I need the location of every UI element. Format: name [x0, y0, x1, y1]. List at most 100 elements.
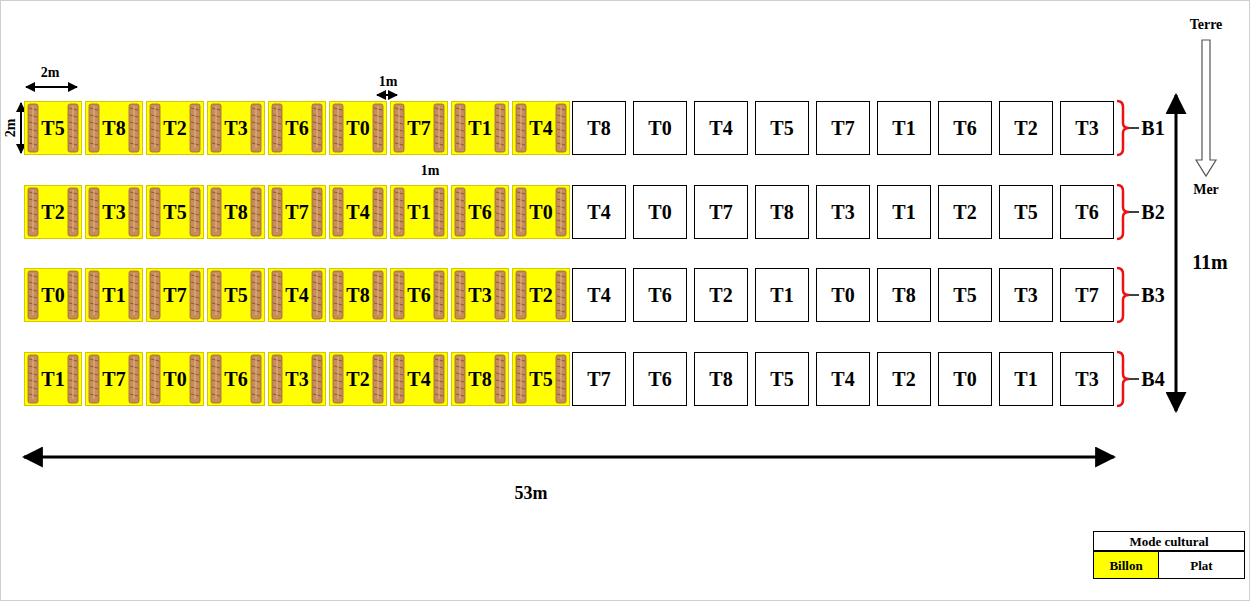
treatment-label: T7 [285, 202, 308, 222]
flat-plot: T1 [877, 185, 931, 239]
treatment-label: T3 [285, 369, 308, 389]
treatment-label: T0 [163, 369, 186, 389]
ridge-plot: T3 [268, 352, 326, 406]
ridge-plot: T5 [512, 352, 570, 406]
dimension-label: 11m [1192, 252, 1228, 272]
treatment-label: T7 [587, 369, 610, 389]
treatment-label: T4 [587, 285, 610, 305]
legend-title: Mode cultural [1129, 535, 1208, 548]
flat-plot: T1 [755, 268, 809, 322]
treatment-label: T5 [163, 202, 186, 222]
flat-plot: T5 [755, 101, 809, 155]
ridge-plot: T7 [85, 352, 143, 406]
ridge-plot: T0 [24, 268, 82, 322]
ridge-plot: T2 [146, 101, 204, 155]
dimension-line [26, 86, 77, 88]
flat-plot: T8 [694, 352, 748, 406]
ridge-plot: T3 [451, 268, 509, 322]
treatment-label: T8 [587, 118, 610, 138]
treatment-label: T3 [224, 118, 247, 138]
flat-plot: T8 [755, 185, 809, 239]
treatment-label: T5 [770, 118, 793, 138]
block-ticks [1129, 128, 1139, 379]
ridge-plot: T6 [268, 101, 326, 155]
treatment-label: T0 [529, 202, 552, 222]
treatment-label: T4 [407, 369, 430, 389]
ridge-plot: T4 [329, 185, 387, 239]
legend-swatch: Billon [1093, 551, 1159, 579]
treatment-label: T0 [831, 285, 854, 305]
treatment-label: T1 [770, 285, 793, 305]
treatment-label: T5 [953, 285, 976, 305]
treatment-label: T7 [831, 118, 854, 138]
treatment-label: T7 [709, 202, 732, 222]
treatment-label: T6 [1075, 202, 1098, 222]
flat-plot: T6 [633, 352, 687, 406]
treatment-label: T7 [1075, 285, 1098, 305]
treatment-label: T7 [407, 118, 430, 138]
treatment-label: T4 [346, 202, 369, 222]
direction-label: Mer [1193, 183, 1219, 197]
flat-plot: T7 [572, 352, 626, 406]
treatment-label: T2 [346, 369, 369, 389]
dimension-label: 53m [515, 484, 548, 502]
ridge-plot: T1 [24, 352, 82, 406]
treatment-label: T8 [770, 202, 793, 222]
dimension-label: 2m [4, 119, 18, 138]
ridge-plot: T4 [512, 101, 570, 155]
ridge-plot: T1 [85, 268, 143, 322]
flat-plot: T5 [938, 268, 992, 322]
treatment-label: T1 [892, 202, 915, 222]
ridge-plot: T6 [451, 185, 509, 239]
legend-swatch: Plat [1158, 551, 1245, 579]
ridge-plot: T5 [207, 268, 265, 322]
flat-plot: T0 [816, 268, 870, 322]
dimension-line [20, 103, 22, 153]
block-label: B2 [1141, 202, 1164, 222]
dimension-line [24, 456, 1114, 459]
treatment-label: T1 [892, 118, 915, 138]
treatment-label: T3 [1014, 285, 1037, 305]
treatment-label: T0 [346, 118, 369, 138]
treatment-label: T2 [529, 285, 552, 305]
ridge-plot: T2 [512, 268, 570, 322]
treatment-label: T6 [953, 118, 976, 138]
flat-plot: T7 [694, 185, 748, 239]
treatment-label: T5 [41, 118, 64, 138]
flat-plot: T6 [938, 101, 992, 155]
ridge-plot: T5 [146, 185, 204, 239]
block-brackets [1117, 101, 1129, 406]
ridge-plot: T4 [268, 268, 326, 322]
block-label: B1 [1141, 118, 1164, 138]
treatment-label: T1 [1014, 369, 1037, 389]
ridge-plot: T6 [390, 268, 448, 322]
dimension-label: 1m [421, 164, 440, 178]
flat-plot: T8 [877, 268, 931, 322]
treatment-label: T4 [587, 202, 610, 222]
treatment-label: T3 [831, 202, 854, 222]
treatment-label: T8 [346, 285, 369, 305]
legend-text: Billon [1109, 559, 1142, 572]
treatment-label: T2 [1014, 118, 1037, 138]
treatment-label: T5 [770, 369, 793, 389]
ridge-plot: T6 [207, 352, 265, 406]
treatment-label: T6 [224, 369, 247, 389]
dimension-line [377, 94, 397, 96]
flat-plot: T5 [999, 185, 1053, 239]
ridge-plot: T8 [451, 352, 509, 406]
flat-plot: T4 [694, 101, 748, 155]
ridge-plot: T2 [24, 185, 82, 239]
treatment-label: T1 [41, 369, 64, 389]
treatment-label: T4 [285, 285, 308, 305]
flat-plot: T2 [877, 352, 931, 406]
ridge-plot: T5 [24, 101, 82, 155]
treatment-label: T0 [953, 369, 976, 389]
treatment-label: T6 [407, 285, 430, 305]
flat-plot: T7 [816, 101, 870, 155]
flat-plot: T5 [755, 352, 809, 406]
flat-plot: T4 [572, 268, 626, 322]
flat-plot: T4 [572, 185, 626, 239]
ridge-plot: T8 [329, 268, 387, 322]
treatment-label: T0 [41, 285, 64, 305]
